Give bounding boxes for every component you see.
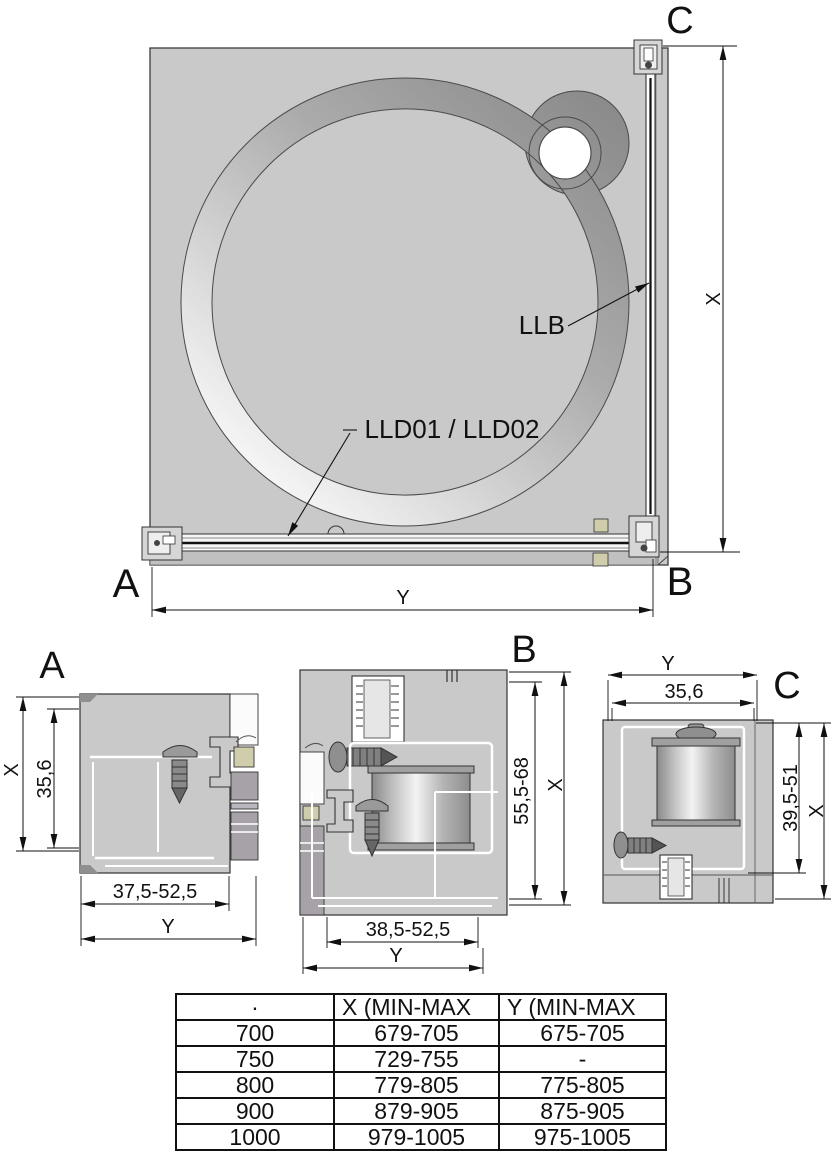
detail-a-dim-x: X	[1, 696, 79, 852]
roller-cylinder	[651, 723, 741, 827]
glass-channel	[659, 854, 693, 900]
plan-dim-x: X	[660, 45, 740, 553]
tray-column-hole	[538, 126, 592, 180]
detail-c-dim-395: 39,5-51	[748, 722, 831, 874]
wall-pad	[593, 518, 609, 533]
lld-callout: LLD01 / LLD02	[287, 414, 540, 537]
screw-icon	[355, 799, 389, 858]
corner-bracket-a	[141, 526, 183, 561]
screw-icon	[613, 831, 668, 859]
table-row: 750 729-755 -	[175, 1045, 667, 1073]
table-row: 900 879-905 875-905	[175, 1097, 667, 1125]
glass-channel	[351, 675, 405, 743]
wall-block	[230, 771, 259, 801]
detail-b-dim-x: X	[509, 671, 571, 906]
detail-a-dim-y: Y	[81, 876, 257, 946]
detail-c-dim-356: 35,6	[611, 681, 755, 721]
detail-section-a: A	[1, 645, 259, 946]
detail-b-x-label: X	[545, 778, 567, 791]
detail-b-dim-556: 55,5-68	[509, 681, 542, 900]
table-row: 800 779-805 775-805	[175, 1071, 667, 1099]
detail-b-profile	[299, 669, 508, 916]
detail-a-width-label: 37,5-52,5	[113, 881, 198, 903]
detail-c-356-label: 35,6	[665, 681, 704, 703]
detail-b-556-label: 55,5-68	[511, 757, 533, 825]
detail-a-dim-356: 35,6	[34, 708, 79, 849]
detail-b-dim-y: Y	[302, 917, 484, 974]
llb-label: LLB	[519, 310, 565, 340]
table-row: 1000 979-1005 975-1005	[175, 1123, 667, 1151]
detail-a-dim-width: 37,5-52,5	[80, 876, 230, 946]
tray-front-band	[149, 550, 659, 566]
header-x-minmax: X (MIN-MAX	[333, 993, 500, 1021]
plan-corner-c: C	[666, 0, 693, 42]
detail-c-x-label: X	[806, 804, 828, 817]
detail-c-dim-y: Y	[607, 653, 758, 721]
llb-callout: LLB	[519, 282, 650, 340]
plan-dim-y: Y	[151, 559, 654, 617]
lld-label: LLD01 / LLD02	[365, 414, 540, 444]
detail-a-title: A	[39, 645, 65, 687]
detail-b-y-label: Y	[389, 945, 402, 967]
table-header-row: · X (MIN-MAX Y (MIN-MAX	[175, 993, 667, 1021]
detail-b-dim-width: 38,5-52,5	[326, 917, 479, 948]
detail-c-profile	[602, 719, 774, 904]
size-table: · X (MIN-MAX Y (MIN-MAX 700 679-705 675-…	[175, 993, 667, 1161]
corner-bracket-c	[633, 39, 663, 75]
plan-dim-x-label: X	[703, 292, 725, 305]
glass-clamp	[326, 789, 354, 833]
corner-bracket-b	[628, 515, 660, 558]
screw-icon	[328, 741, 399, 773]
screw-icon	[162, 745, 198, 805]
detail-b-width-label: 38,5-52,5	[366, 919, 451, 941]
detail-c-395-label: 39,5-51	[780, 764, 802, 832]
side-panel-glass	[645, 73, 656, 519]
plan-view: X Y C A B LLB LLD01 / LLD02	[113, 0, 740, 617]
detail-c-dim-x: X	[775, 723, 831, 900]
detail-section-b: B	[299, 629, 571, 974]
min-max-table: · X (MIN-MAX Y (MIN-MAX 700 679-705 675-…	[175, 993, 667, 1151]
detail-c-y-label: Y	[661, 653, 674, 675]
detail-a-x-label: X	[1, 763, 23, 776]
header-y-minmax: Y (MIN-MAX	[498, 993, 667, 1021]
pad-beige	[233, 746, 255, 768]
plan-corner-a: A	[113, 562, 140, 606]
roller-bump	[327, 525, 345, 535]
detail-a-profile	[79, 693, 259, 874]
detail-b-title: B	[511, 629, 536, 671]
round-tray-ring	[180, 77, 630, 527]
detail-a-y-label: Y	[161, 916, 174, 938]
detail-section-c: C	[602, 653, 831, 904]
detail-c-title: C	[773, 665, 800, 707]
detail-a-356-label: 35,6	[34, 760, 56, 799]
plan-corner-b: B	[667, 560, 694, 604]
header-nominal: ·	[175, 993, 335, 1021]
table-row: 700 679-705 675-705	[175, 1019, 667, 1047]
plan-dim-y-label: Y	[396, 587, 409, 609]
wall-pad	[592, 552, 609, 567]
